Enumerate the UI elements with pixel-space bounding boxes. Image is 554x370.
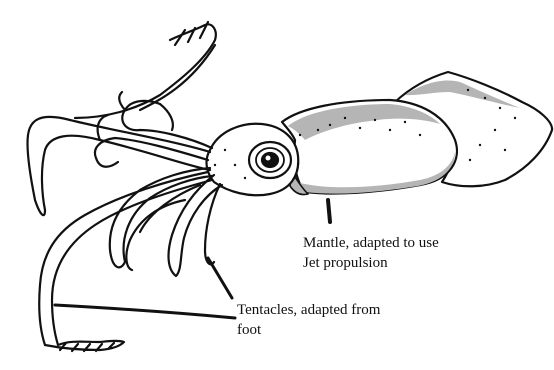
tentacle-pointer-line-long	[55, 305, 235, 318]
squid-eye	[249, 142, 291, 178]
mantle-label: Mantle, adapted to use Jet propulsion	[303, 233, 439, 273]
tentacle-label-line2: foot	[237, 320, 380, 340]
tentacle-label-line1: Tentacles, adapted from	[237, 300, 380, 320]
mantle-pointer-line	[328, 200, 330, 222]
tentacle-pointer-line	[208, 258, 232, 298]
mantle-label-line1: Mantle, adapted to use	[303, 233, 439, 253]
tentacle-label: Tentacles, adapted from foot	[237, 300, 380, 340]
mantle-label-line2: Jet propulsion	[303, 253, 439, 273]
squid-arms	[27, 22, 222, 351]
